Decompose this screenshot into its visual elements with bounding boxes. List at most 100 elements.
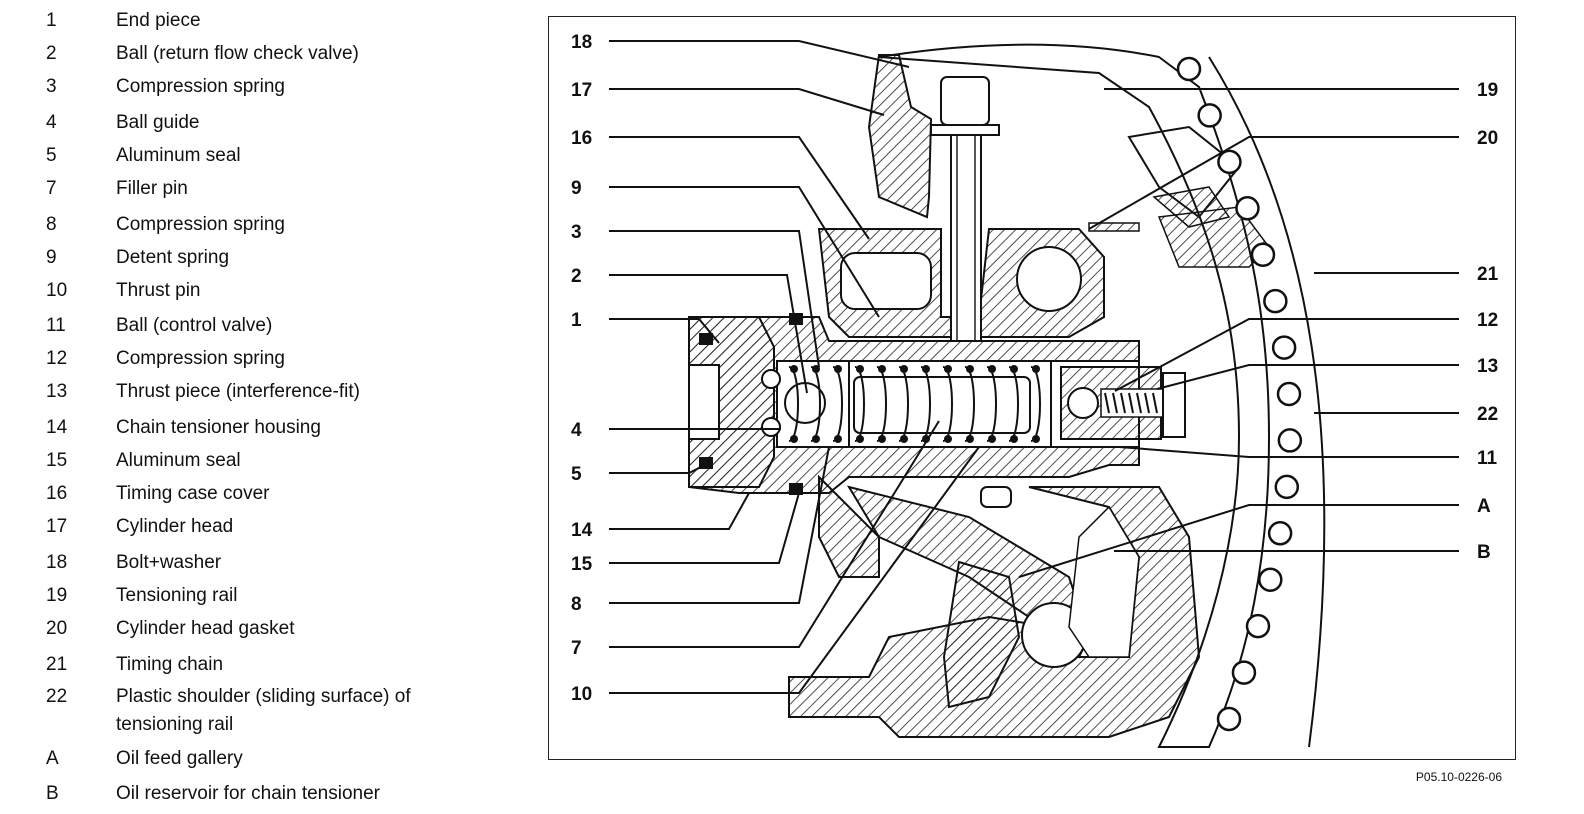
control-valve-ball <box>1067 387 1099 419</box>
callout-leader <box>609 230 820 368</box>
legend-key: 13 <box>46 381 68 402</box>
callout-leader <box>609 446 830 604</box>
compression-spring-coils <box>788 365 1041 443</box>
callout-leader <box>609 462 710 474</box>
legend-key: 22 <box>46 686 68 707</box>
legend-key: 21 <box>46 654 68 675</box>
cover-bore <box>1016 246 1082 312</box>
legend-text: Cylinder head gasket <box>116 618 295 639</box>
reference-code: P05.10-0226-06 <box>1415 770 1502 784</box>
legend-key: 17 <box>46 516 68 537</box>
cylinder-head-section <box>867 54 933 219</box>
callout-leader <box>1088 136 1459 230</box>
callout-leader <box>609 446 980 694</box>
callout-label: 17 <box>571 80 592 101</box>
legend-text: Thrust piece (interference-fit) <box>116 381 360 402</box>
callout-leader <box>1118 446 1459 458</box>
legend-text: Tensioning rail <box>116 585 238 606</box>
legend-text: Cylinder head <box>116 516 234 537</box>
legend-text: Oil feed gallery <box>116 748 243 769</box>
callout-leader <box>1156 364 1459 390</box>
callout-label: 4 <box>571 420 582 441</box>
callout-leader <box>609 492 750 530</box>
legend-text: Compression spring <box>116 214 285 235</box>
callout-label: 20 <box>1477 128 1498 149</box>
legend-key: 12 <box>46 348 68 369</box>
bolt-head <box>940 76 990 126</box>
legend-key: 14 <box>46 417 68 438</box>
legend-text: Ball (control valve) <box>116 315 273 336</box>
callout-leader <box>609 492 800 564</box>
aluminum-seal-cover-lower <box>789 483 803 495</box>
legend-key: 20 <box>46 618 68 639</box>
callout-label: 5 <box>571 464 582 485</box>
timing-chain <box>1176 56 1326 748</box>
legend-key: 3 <box>46 76 57 97</box>
housing-lower-lip <box>818 474 880 578</box>
legend-text: Timing case cover <box>116 483 270 504</box>
callout-lines <box>609 40 1459 694</box>
legend-text: Timing chain <box>116 654 224 675</box>
callout-label: 15 <box>571 554 593 575</box>
callout-leader <box>609 186 880 318</box>
callout-leader <box>609 40 910 68</box>
callout-label: 13 <box>1477 356 1498 377</box>
callout-leader <box>609 88 885 116</box>
legend-key: A <box>46 748 59 769</box>
mechanism-drawing <box>688 43 1326 748</box>
callout-label: 22 <box>1477 404 1498 425</box>
aluminum-seal-upper <box>699 333 713 345</box>
filler-pin <box>853 376 1031 434</box>
bolt-shank <box>950 134 982 342</box>
legend-text: Oil reservoir for chain tensioner <box>116 783 380 804</box>
callout-label: 1 <box>571 310 582 331</box>
legend-text: Compression spring <box>116 348 285 369</box>
callout-label: 21 <box>1477 264 1499 285</box>
callout-label: 8 <box>571 594 582 615</box>
callout-label: 11 <box>1477 448 1498 469</box>
legend-text: Ball guide <box>116 112 200 133</box>
callout-label: 7 <box>571 638 582 659</box>
legend-key: 1 <box>46 10 57 31</box>
legend-key: 4 <box>46 112 57 133</box>
legend-key: 5 <box>46 145 57 166</box>
callout-label: B <box>1477 542 1491 563</box>
legend-text: End piece <box>116 10 201 31</box>
legend-text: Aluminum seal <box>116 145 241 166</box>
cover-cavity <box>840 252 932 310</box>
callout-label: A <box>1477 496 1491 517</box>
legend-key: 7 <box>46 178 57 199</box>
legend-text: Thrust pin <box>116 280 201 301</box>
cylinder-head-gasket <box>1088 222 1140 232</box>
legend-text: Aluminum seal <box>116 450 241 471</box>
callout-leader <box>609 318 720 344</box>
legend-key: 15 <box>46 450 68 471</box>
callout-leader <box>609 274 808 394</box>
legend-key: 16 <box>46 483 68 504</box>
control-spring-coils <box>1104 392 1158 414</box>
legend-key: 18 <box>46 552 68 573</box>
callout-leader <box>609 136 870 240</box>
callout-label: 9 <box>571 178 582 199</box>
callout-leader <box>1018 504 1459 578</box>
legend-text: Detent spring <box>116 247 230 268</box>
callout-leader <box>609 420 940 648</box>
callout-label: 3 <box>571 222 582 243</box>
legend-text-continued: tensioning rail <box>116 714 234 735</box>
legend-text: Bolt+washer <box>116 552 222 573</box>
bolt-washer <box>930 124 1000 136</box>
legend-key: 19 <box>46 585 68 606</box>
end-piece <box>688 316 775 488</box>
legend-text: Filler pin <box>116 178 188 199</box>
callout-label: 18 <box>571 32 592 53</box>
legend-key: 2 <box>46 43 57 64</box>
legend-key: 8 <box>46 214 57 235</box>
legend-text: Chain tensioner housing <box>116 417 321 438</box>
callout-label: 19 <box>1477 80 1498 101</box>
callout-leader <box>1114 318 1459 392</box>
callout-label: 16 <box>571 128 592 149</box>
callout-label: 2 <box>571 266 582 287</box>
